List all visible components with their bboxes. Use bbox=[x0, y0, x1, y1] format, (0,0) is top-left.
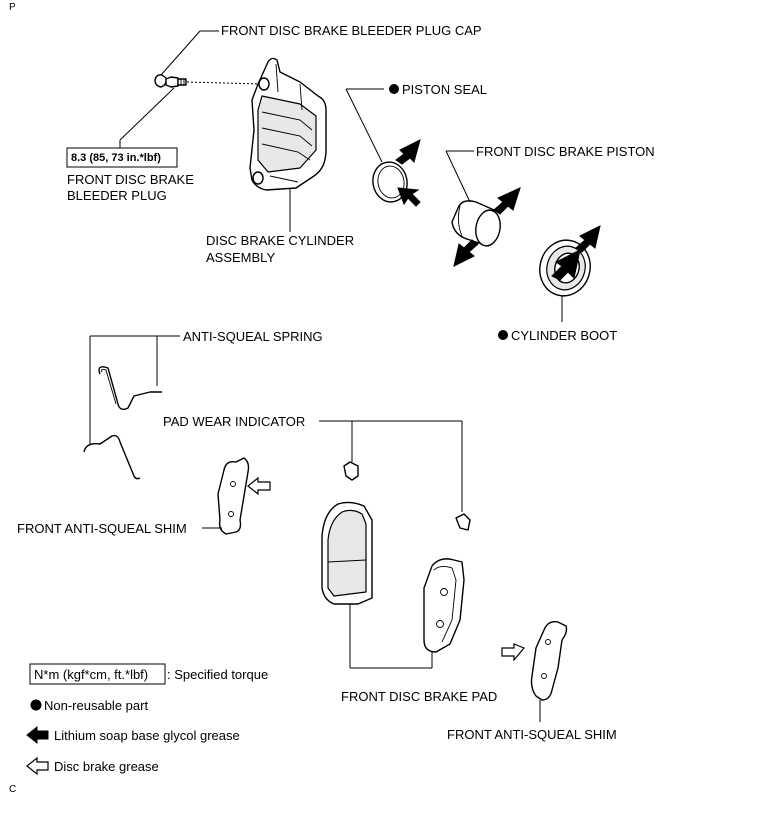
legend-torque-box-text: N*m (kgf*cm, ft.*lbf) bbox=[34, 667, 148, 682]
piston-seal-grease-arrow-lower bbox=[397, 187, 421, 207]
anti-squeal-spring-lower bbox=[83, 434, 141, 480]
legend-disc-grease-arrow bbox=[26, 756, 49, 776]
bleeder-cap-leader-diag bbox=[160, 30, 201, 76]
bleeder-plug-label-line2: BLEEDER PLUG bbox=[67, 188, 167, 203]
cylinder-assembly-label-line1: DISC BRAKE CYLINDER bbox=[206, 233, 354, 248]
front-disc-brake-pad-left-part bbox=[321, 501, 373, 605]
bleeder-plug-label-line1: FRONT DISC BRAKE bbox=[67, 172, 194, 187]
anti-squeal-spring-label: ANTI-SQUEAL SPRING bbox=[183, 329, 323, 344]
legend-lithium-grease-text: Lithium soap base glycol grease bbox=[54, 728, 240, 743]
left-shim-label: FRONT ANTI-SQUEAL SHIM bbox=[17, 521, 187, 536]
pad-wear-indicator-label: PAD WEAR INDICATOR bbox=[163, 414, 305, 429]
front-disc-brake-pad-label: FRONT DISC BRAKE PAD bbox=[341, 689, 497, 704]
right-shim-label: FRONT ANTI-SQUEAL SHIM bbox=[447, 727, 617, 742]
front-anti-squeal-shim-right-part bbox=[530, 620, 568, 701]
cylinder-assembly-label-line2: ASSEMBLY bbox=[206, 250, 275, 265]
bleeder-plug-part bbox=[165, 76, 187, 88]
legend-non-reusable-text: Non-reusable part bbox=[44, 698, 148, 713]
piston-grease-arrow-upper bbox=[493, 187, 521, 215]
right-shim-disc-grease-arrow bbox=[501, 643, 525, 662]
piston-label: FRONT DISC BRAKE PISTON bbox=[476, 144, 655, 159]
front-anti-squeal-shim-left-part bbox=[217, 457, 250, 535]
legend-torque-desc: : Specified torque bbox=[167, 667, 268, 682]
front-disc-brake-piston-part bbox=[451, 200, 501, 247]
left-shim-disc-grease-arrow bbox=[247, 476, 271, 496]
pad-wear-indicator-left-part bbox=[343, 461, 359, 481]
piston-seal-nonreusable-dot bbox=[389, 84, 399, 94]
legend-disc-grease-text: Disc brake grease bbox=[54, 759, 159, 774]
anti-squeal-spring-upper bbox=[98, 366, 162, 411]
cylinder-boot-nonreusable-dot bbox=[498, 330, 508, 340]
torque-spec-box bbox=[66, 147, 178, 168]
pad-wear-indicator-right-part bbox=[455, 513, 471, 531]
piston-seal-part bbox=[372, 161, 408, 203]
piston-grease-arrow-lower bbox=[453, 239, 479, 267]
corner-mark-bottom: C bbox=[9, 784, 16, 795]
corner-mark-top: P bbox=[9, 2, 16, 13]
bleeder-plug-cap-part bbox=[154, 74, 167, 88]
bleeder-plug-cap-label: FRONT DISC BRAKE BLEEDER PLUG CAP bbox=[221, 23, 482, 38]
boot-grease-arrow-outer bbox=[575, 225, 601, 253]
piston-seal-label: PISTON SEAL bbox=[402, 82, 487, 97]
disc-brake-cylinder-assembly-part bbox=[249, 57, 327, 191]
legend: N*m (kgf*cm, ft.*lbf) : Specified torque… bbox=[26, 663, 268, 776]
legend-non-reusable-dot bbox=[30, 699, 42, 711]
bleeder-alignment-dashes bbox=[186, 81, 263, 85]
cylinder-boot-label: CYLINDER BOOT bbox=[511, 328, 617, 343]
legend-torque-box bbox=[29, 663, 166, 685]
front-disc-brake-pad-right-part bbox=[423, 558, 465, 653]
torque-spec-value: 8.3 (85, 73 in.*lbf) bbox=[71, 152, 161, 164]
boot-grease-arrow-inner bbox=[551, 249, 581, 281]
legend-lithium-grease-arrow bbox=[26, 725, 49, 745]
piston-seal-grease-arrow-upper bbox=[395, 139, 421, 165]
bleeder-plug-leader bbox=[119, 87, 175, 141]
